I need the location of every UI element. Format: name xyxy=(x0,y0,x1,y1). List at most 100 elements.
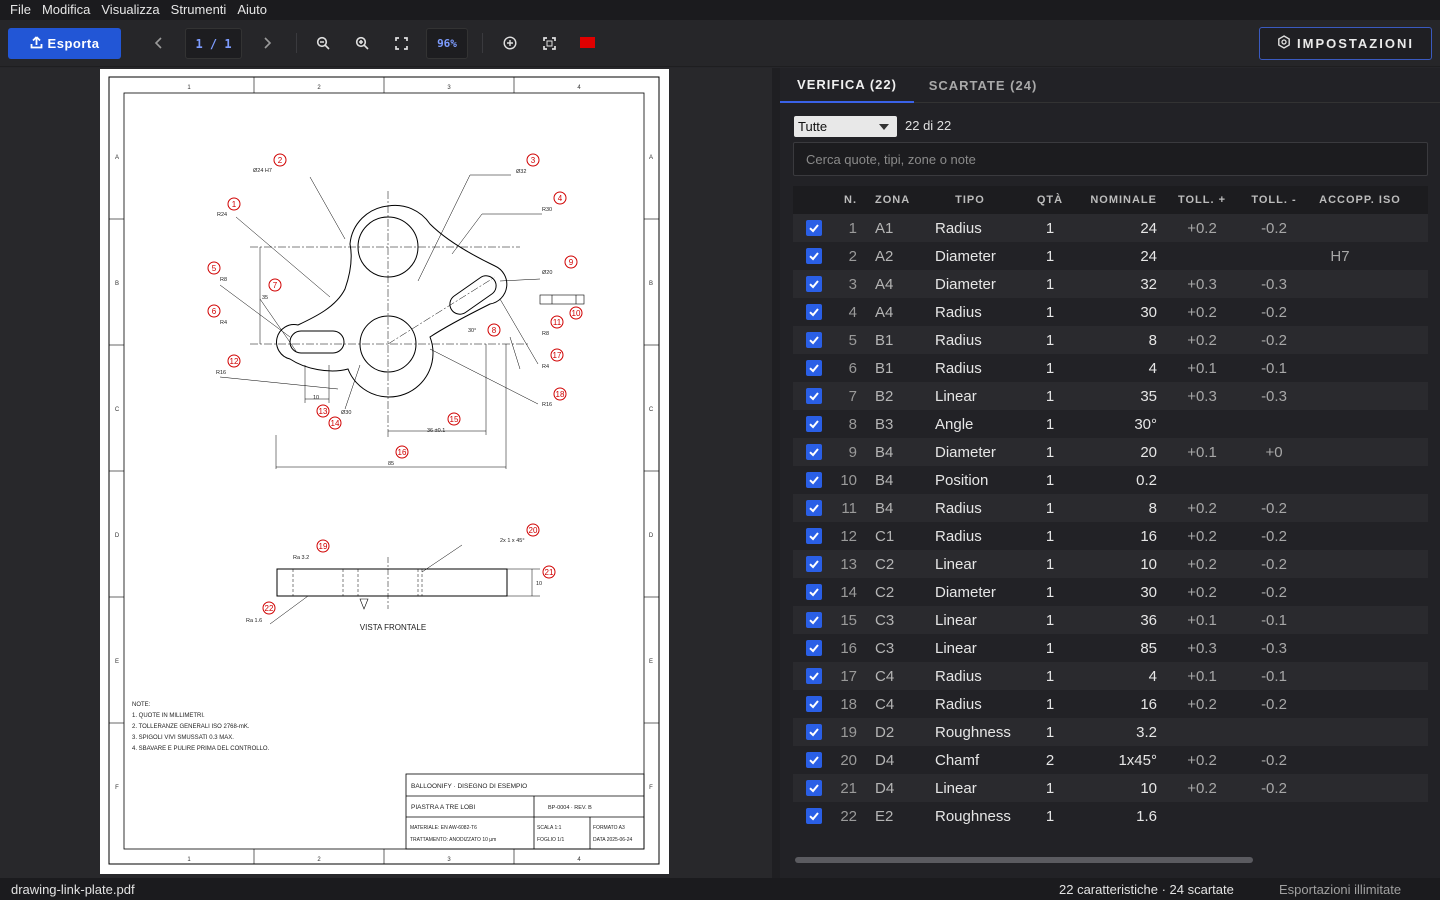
select-area-icon[interactable] xyxy=(538,32,560,54)
row-number: 5 xyxy=(848,331,857,349)
row-checkbox[interactable] xyxy=(806,640,822,656)
row-tol-plus: +0.1 xyxy=(1187,359,1217,377)
row-checkbox[interactable] xyxy=(806,724,822,740)
row-tol-minus xyxy=(1245,242,1303,270)
menu-modifica[interactable]: Modifica xyxy=(41,2,91,17)
fit-page-icon[interactable] xyxy=(390,32,412,54)
menu-aiuto[interactable]: Aiuto xyxy=(237,2,267,17)
row-zone: E2 xyxy=(875,807,894,825)
row-iso-fit xyxy=(1305,466,1375,494)
row-number: 20 xyxy=(840,751,857,769)
row-zone: C3 xyxy=(875,639,895,657)
zoom-out-icon[interactable] xyxy=(312,32,334,54)
row-zone: B1 xyxy=(875,331,894,349)
settings-button[interactable]: IMPOSTAZIONI xyxy=(1259,27,1432,60)
col-toll-minus[interactable]: TOLL. - xyxy=(1251,194,1297,206)
row-checkbox[interactable] xyxy=(806,248,822,264)
markup-color-swatch[interactable] xyxy=(580,37,595,48)
row-checkbox[interactable] xyxy=(806,668,822,684)
row-type: Position xyxy=(935,471,989,489)
menu-visualizza[interactable]: Visualizza xyxy=(101,2,160,17)
row-checkbox[interactable] xyxy=(806,332,822,348)
row-checkbox[interactable] xyxy=(806,304,822,320)
zoom-in-icon[interactable] xyxy=(351,32,373,54)
menu-file[interactable]: File xyxy=(10,2,31,17)
menu-strumenti[interactable]: Strumenti xyxy=(170,2,227,17)
row-tol-plus xyxy=(1173,802,1231,830)
pane-splitter[interactable] xyxy=(772,68,780,878)
search-input[interactable]: Cerca quote, tipi, zone o note xyxy=(793,142,1428,176)
export-button[interactable]: Esporta xyxy=(8,28,121,59)
col-toll-plus[interactable]: TOLL. + xyxy=(1177,194,1227,206)
svg-text:22: 22 xyxy=(265,604,274,613)
row-tol-minus: -0.2 xyxy=(1261,695,1287,713)
row-checkbox[interactable] xyxy=(806,556,822,572)
checkmark-icon xyxy=(809,224,819,233)
drawing-sheet[interactable]: 1 2 3 4 1 2 3 4 A B C D E F A B C D E F xyxy=(100,69,669,874)
status-filename: drawing-link-plate.pdf xyxy=(11,882,135,897)
col-zona[interactable]: ZONA xyxy=(875,194,911,206)
row-tol-minus: -0.1 xyxy=(1261,359,1287,377)
row-checkbox[interactable] xyxy=(806,612,822,628)
balloon-18: 18 xyxy=(553,387,567,401)
col-accopp-iso[interactable]: ACCOPP. ISO xyxy=(1319,194,1401,206)
row-iso-fit xyxy=(1305,634,1375,662)
row-checkbox[interactable] xyxy=(806,472,822,488)
tb-company: BALLOONIFY · DISEGNO DI ESEMPIO xyxy=(411,783,527,790)
row-checkbox[interactable] xyxy=(806,752,822,768)
horizontal-scrollbar[interactable] xyxy=(795,857,1253,863)
prev-page-icon[interactable] xyxy=(148,32,170,54)
row-checkbox[interactable] xyxy=(806,808,822,824)
row-nominal: 10 xyxy=(1140,555,1157,573)
row-checkbox[interactable] xyxy=(806,444,822,460)
col-tipo[interactable]: TIPO xyxy=(955,194,985,206)
row-checkbox[interactable] xyxy=(806,416,822,432)
row-checkbox[interactable] xyxy=(806,388,822,404)
drawing-viewer[interactable]: 1 2 3 4 1 2 3 4 A B C D E F A B C D E F xyxy=(0,68,772,878)
next-page-icon[interactable] xyxy=(256,32,278,54)
tab-verifica[interactable]: VERIFICA (22) xyxy=(780,68,914,103)
row-nominal: 16 xyxy=(1140,695,1157,713)
filter-select[interactable]: Tutte xyxy=(794,116,897,137)
col-n[interactable]: N. xyxy=(844,194,857,206)
page-indicator[interactable]: 1 / 1 xyxy=(185,28,242,59)
row-checkbox[interactable] xyxy=(806,276,822,292)
add-balloon-icon[interactable] xyxy=(499,32,521,54)
zoom-level[interactable]: 96% xyxy=(426,28,468,59)
row-checkbox[interactable] xyxy=(806,220,822,236)
note-line: 2. TOLLERANZE GENERALI ISO 2768-mK. xyxy=(132,724,250,730)
row-checkbox[interactable] xyxy=(806,528,822,544)
tab-scartate[interactable]: SCARTATE (24) xyxy=(928,78,1038,93)
row-checkbox[interactable] xyxy=(806,584,822,600)
col-label: 3 xyxy=(447,857,451,863)
row-checkbox[interactable] xyxy=(806,696,822,712)
col-qta[interactable]: QTÀ xyxy=(1036,194,1064,206)
dim-text: R24 xyxy=(217,212,227,218)
row-checkbox[interactable] xyxy=(806,500,822,516)
row-checkbox[interactable] xyxy=(806,780,822,796)
col-nominale[interactable]: NOMINALE xyxy=(1090,194,1157,206)
row-checkbox[interactable] xyxy=(806,360,822,376)
